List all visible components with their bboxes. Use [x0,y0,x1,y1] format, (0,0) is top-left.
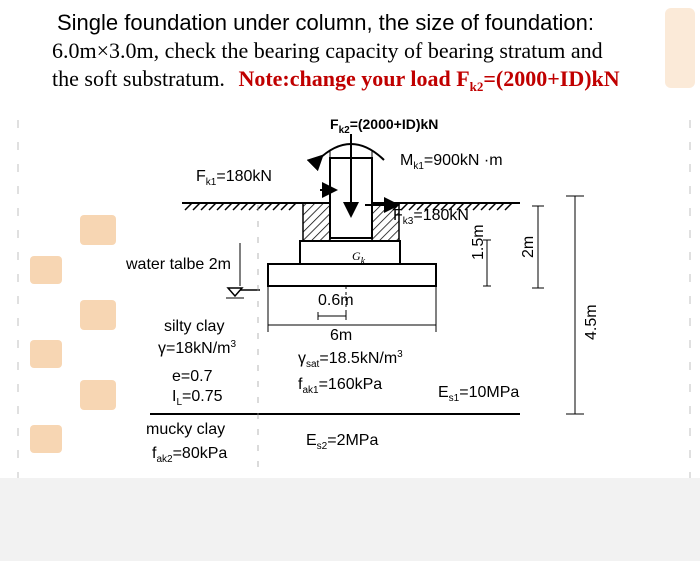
problem-line-3: the soft substratum. Note:change your lo… [52,66,620,94]
moment-arc-icon [306,143,385,172]
es2-label: Es2=2MPa [306,432,379,452]
dim-45-label: 4.5m [583,304,600,340]
fak2-label: fak2=80kPa [152,445,228,465]
problem-line-2: 6.0m×3.0m, check the bearing capacity of… [52,38,603,63]
load-note: Note:change your load Fk2=(2000+ID)kN [238,66,620,94]
footing-upper-step [299,240,401,265]
es1-label: Es1=10MPa [438,384,520,404]
void-ratio-label: e=0.7 [172,368,213,385]
gk-label: Gk [352,249,366,267]
dim-06 [317,286,347,320]
dim-15-label: 1.5m [470,224,487,260]
problem-line-1: Single foundation under column, the size… [57,10,594,35]
mk1-label: Mk1=900kN ·m [400,152,503,172]
dim-06-label: 0.6m [318,292,354,309]
dim-6 [267,286,437,332]
water-table-marker-icon [226,287,244,298]
ground-hatch [184,202,513,211]
dim-2-label: 2m [520,235,537,258]
silty-clay-label: silty clay [164,318,225,335]
column-backfill-left [302,202,331,242]
bottom-blank-area [0,478,700,561]
fk1-label: Fk1=180kN [196,168,272,188]
gamma-label: γ=18kN/m3 [158,339,237,357]
dim-2 [532,205,544,289]
dim-45 [566,195,584,415]
footing-lower-step [267,263,437,287]
foundation-diagram [17,8,695,478]
dim-15 [483,239,491,287]
dim-6-label: 6m [330,327,353,344]
fak1-label: fak1=160kPa [298,376,383,396]
gamma-sat-label: γsat=18.5kN/m3 [298,349,403,370]
liquidity-index-label: IL=0.75 [172,388,223,408]
seal-stamp-icon [30,8,695,453]
fk2-label: Fk2=(2000+ID)kN [330,116,439,136]
problem-line-3-text: the soft substratum. [52,66,225,91]
problem-statement: Single foundation under column, the size… [0,0,700,100]
water-table-label: water talbe 2m [126,256,231,273]
mucky-clay-label: mucky clay [146,421,226,438]
fk3-label: Fk3=180kN [393,207,469,227]
page-guides [17,120,691,478]
